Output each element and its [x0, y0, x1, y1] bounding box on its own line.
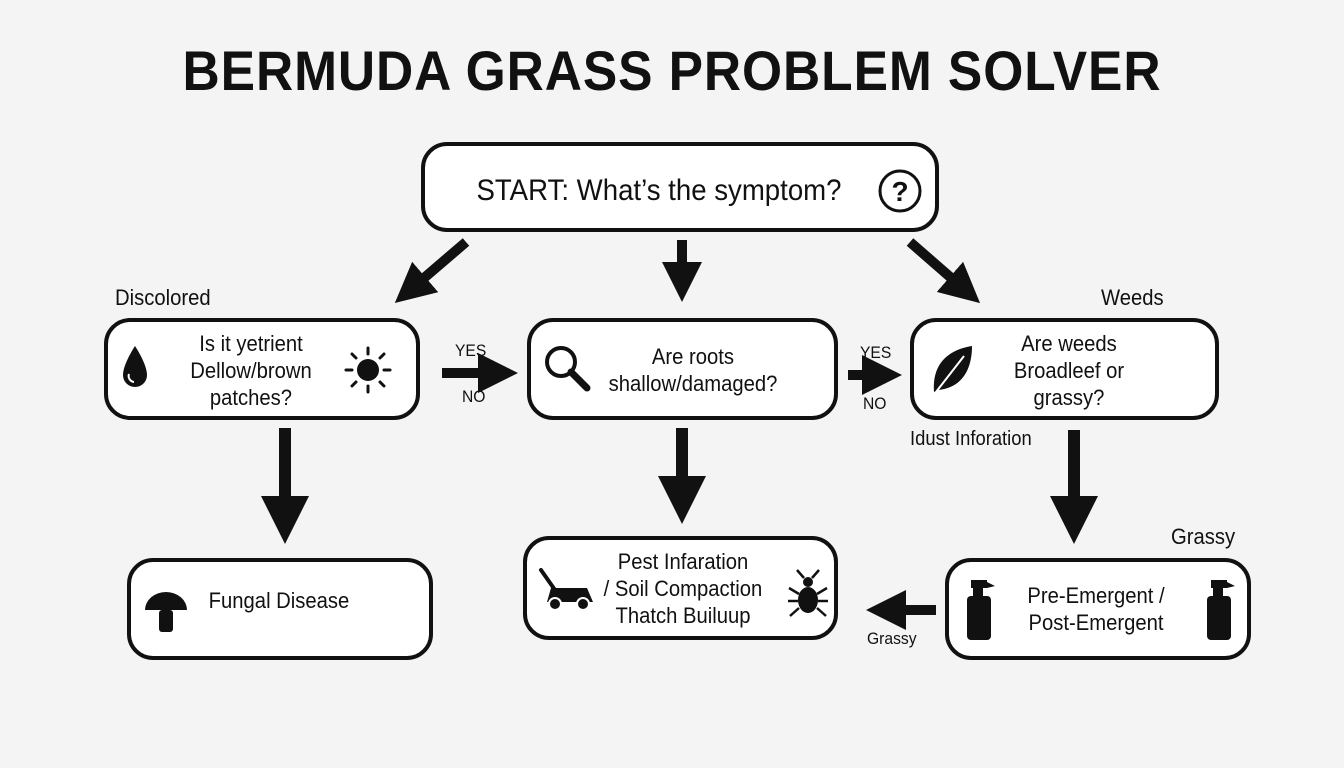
- weeds-question-node: Are weeds Broadleef or grassy?: [910, 318, 1219, 420]
- pest-line-1: Pest Infaration: [617, 549, 749, 574]
- page-title: BERMUDA GRASS PROBLEM SOLVER: [182, 39, 1162, 102]
- svg-text:?: ?: [891, 176, 908, 207]
- roots-question-line-2: shallow/damaged?: [608, 371, 778, 396]
- arrow-start-to-discolored: [394, 238, 470, 304]
- leaf-icon: [933, 346, 972, 393]
- lawn-mower-icon: [539, 568, 593, 611]
- pest-line-3: Thatch Builuup: [615, 603, 751, 628]
- water-drop-icon: [123, 346, 147, 387]
- weeds-question-line-1: Are weeds: [1021, 331, 1117, 356]
- grassy-top-label: Grassy: [1171, 524, 1236, 549]
- idust-label: Idust Inforation: [910, 428, 1032, 450]
- insect-icon: [788, 569, 828, 617]
- pest-node: Pest Infaration / Soil Compaction Thatch…: [523, 536, 838, 640]
- weeds-question-line-3: grassy?: [1033, 385, 1105, 410]
- start-node-text: START: What’s the symptom?: [476, 174, 842, 207]
- fungal-text: Fungal Disease: [208, 588, 350, 613]
- yes-label-1: YES: [455, 341, 487, 360]
- discolored-question-line-2: Dellow/brown: [190, 358, 312, 383]
- weeds-question-line-2: Broadleef or: [1013, 358, 1125, 383]
- weeds-label: Weeds: [1101, 285, 1164, 310]
- herbicide-line-1: Pre-Emergent /: [1027, 583, 1165, 608]
- spray-bottle-icon: [1207, 580, 1235, 640]
- herbicide-node: Pre-Emergent / Post-Emergent: [945, 558, 1251, 660]
- spray-bottle-icon: [967, 580, 995, 640]
- no-label-1: NO: [462, 387, 486, 406]
- discolored-question-line-1: Is it yetrient: [199, 331, 303, 356]
- fungal-node: Fungal Disease: [127, 558, 433, 660]
- discolored-label: Discolored: [115, 285, 211, 310]
- yes-label-2: YES: [860, 343, 892, 362]
- no-label-2: NO: [863, 394, 887, 413]
- question-circle-icon: ?: [878, 169, 922, 213]
- magnifier-icon: [545, 346, 591, 392]
- grassy-bottom-label: Grassy: [867, 629, 917, 648]
- arrow-start-to-weeds: [906, 238, 981, 304]
- roots-question-line-1: Are roots: [651, 344, 735, 369]
- discolored-question-line-3: patches?: [209, 385, 293, 410]
- mushroom-icon: [145, 592, 187, 632]
- discolored-question-node: Is it yetrient Dellow/brown patches?: [104, 318, 420, 420]
- herbicide-line-2: Post-Emergent: [1028, 610, 1164, 635]
- start-node: START: What’s the symptom? ?: [421, 142, 939, 232]
- pest-line-2: / Soil Compaction: [603, 576, 763, 601]
- roots-question-node: Are roots shallow/damaged?: [527, 318, 838, 420]
- sun-icon: [344, 346, 392, 394]
